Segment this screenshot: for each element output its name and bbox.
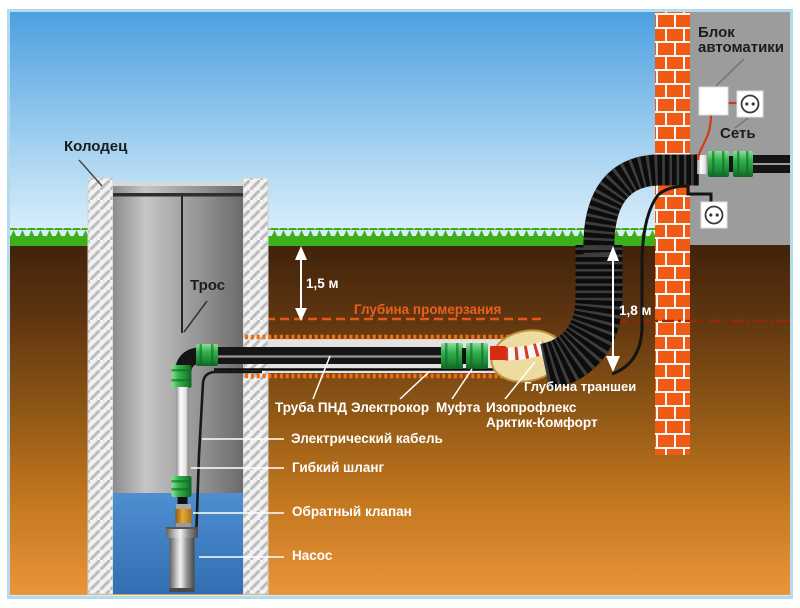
- label-trench-depth: Глубина траншеи: [524, 379, 637, 394]
- cable-along-pipe: [611, 184, 713, 376]
- label-power: Сеть: [720, 125, 756, 142]
- well-wall-left: [87, 177, 114, 595]
- coupling-house-right: [733, 151, 753, 177]
- diagram-canvas: [10, 12, 790, 595]
- well-rim: [113, 193, 243, 197]
- frost-depth-arrow: [295, 246, 307, 321]
- label-automation-line2: автоматики: [698, 39, 785, 56]
- label-insulated-pipe: Изопрофлекс Арктик-Комфорт: [486, 400, 598, 430]
- label-pnd-pipe: Труба ПНД: [275, 400, 347, 415]
- coupling-elbow-top: [196, 344, 218, 366]
- corrugated-pipe: [539, 154, 699, 391]
- valve-stub: [177, 497, 188, 505]
- electric-cable: [195, 370, 262, 528]
- leader-pnd: [312, 355, 331, 400]
- label-heating-cable: Электрокор: [351, 400, 430, 415]
- coupling-gap: [729, 156, 733, 172]
- label-electric-cable: Электрический кабель: [291, 431, 443, 446]
- trench-depth-arrow: [606, 246, 620, 372]
- label-insulated-pipe-line2: Арктик-Комфорт: [486, 415, 598, 430]
- diagram-scene: Колодец Трос 1,5 м Глубина промерзания Т…: [7, 9, 793, 599]
- coupling-water-level: [171, 476, 192, 497]
- brick-wall: [655, 12, 690, 455]
- leader-well: [78, 159, 103, 187]
- well-rim-highlight: [113, 182, 243, 186]
- label-flexible-hose: Гибкий шланг: [292, 460, 385, 475]
- label-trench-depth-value: 1,8 м: [619, 303, 652, 318]
- grass-tips: [10, 228, 656, 238]
- label-rope: Трос: [190, 277, 226, 294]
- label-check-valve: Обратный клапан: [292, 504, 412, 519]
- power-socket: [736, 90, 764, 118]
- label-coupling: Муфта: [436, 400, 481, 415]
- leader-power: [734, 117, 749, 129]
- leader-heating-cable: [399, 370, 431, 400]
- pump: [166, 527, 198, 592]
- coupling-house-left: [708, 151, 729, 177]
- coupling-elbow-bottom: [171, 365, 192, 388]
- label-frost-depth-value: 1,5 м: [306, 276, 339, 291]
- grass: [10, 236, 656, 246]
- label-frost-line: Глубина промерзания: [354, 302, 502, 317]
- leader-automation: [715, 58, 745, 87]
- flexible-hose: [176, 387, 189, 478]
- wall-socket: [700, 201, 728, 229]
- automation-block-box: [698, 86, 729, 116]
- leader-rope: [183, 300, 208, 333]
- well-wall-right: [242, 177, 269, 595]
- label-pump: Насос: [292, 548, 333, 563]
- leader-insulated-pipe: [504, 361, 536, 400]
- label-insulated-pipe-line1: Изопрофлекс: [486, 400, 577, 415]
- label-automation-block: Блок автоматики: [698, 25, 784, 55]
- leader-coupling: [451, 368, 473, 400]
- pipe-stub-house: [697, 155, 708, 174]
- label-well: Колодец: [64, 138, 128, 155]
- label-automation-line1: Блок: [698, 24, 735, 41]
- coupling-trench: [441, 343, 488, 369]
- red-wire-down: [696, 114, 713, 161]
- check-valve: [175, 504, 192, 528]
